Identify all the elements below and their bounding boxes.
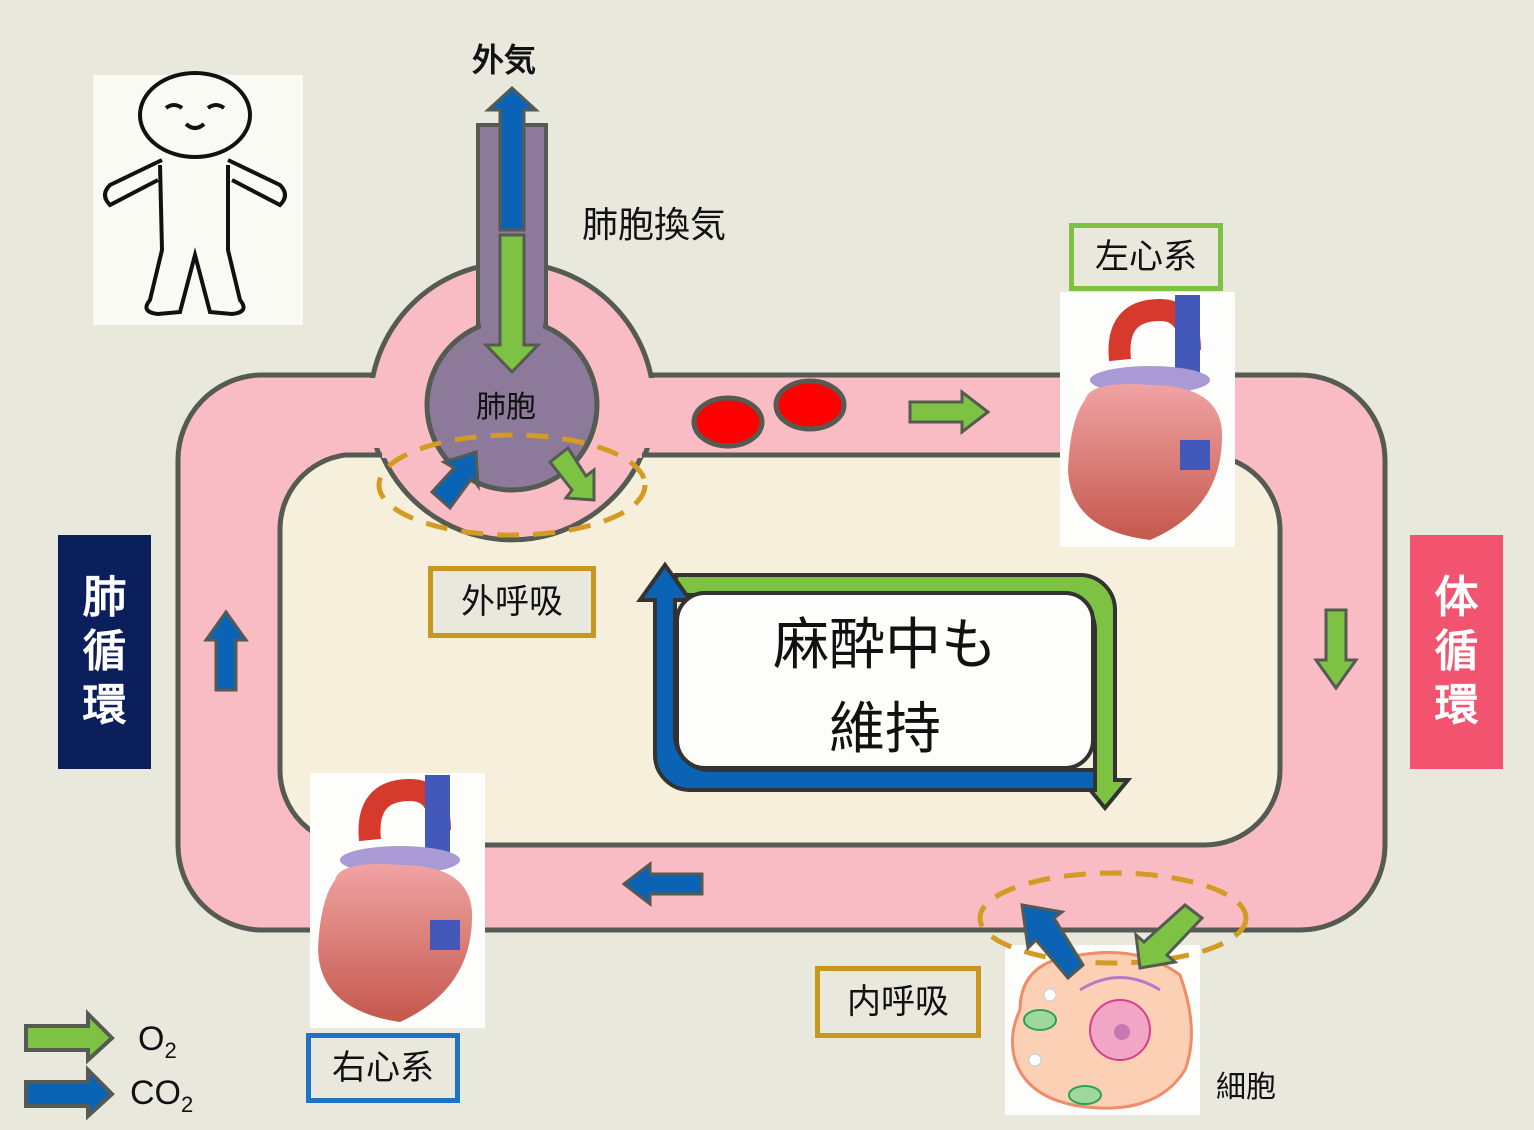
external-respiration-zone <box>376 432 648 538</box>
person-icon <box>103 71 287 317</box>
external-respiration-box: 外呼吸 <box>428 566 596 638</box>
legend-o2-sub: 2 <box>164 1037 177 1063</box>
legend-o2-arrow <box>24 1009 115 1065</box>
legend-co2-sub: 2 <box>181 1091 194 1117</box>
outside-air-label: 外気 <box>472 41 537 79</box>
o2-inhale-arrow <box>482 233 542 375</box>
legend-co2-label: CO2 <box>130 1076 193 1116</box>
legend-co2-gas: CO <box>130 1074 181 1112</box>
right-heart-label: 右心系 <box>306 1033 460 1103</box>
alveolus-label: 肺胞 <box>476 390 536 425</box>
pulmonary-char: 環 <box>82 679 127 731</box>
o2-flow-arrow-top <box>908 388 991 436</box>
co2-flow-arrow-left <box>203 609 249 692</box>
legend-co2-arrow <box>24 1065 115 1121</box>
co2-exhale-arrow <box>484 85 540 232</box>
legend-o2-gas: O <box>138 1020 165 1058</box>
systemic-char: 循 <box>1434 626 1479 678</box>
pulmonary-char: 循 <box>82 626 127 678</box>
o2-out-alveolus-arrow <box>547 445 596 502</box>
center-line-1: 麻酔中も <box>773 613 997 678</box>
cell-label: 細胞 <box>1216 1070 1276 1105</box>
heart-illustration-icon <box>318 775 473 1022</box>
center-line-2: 維持 <box>829 697 941 762</box>
systemic-circulation-label: 体 循 環 <box>1410 535 1503 769</box>
co2-into-alveolus-arrow <box>429 449 480 511</box>
left-heart-label: 左心系 <box>1069 223 1223 291</box>
center-box <box>675 591 1095 770</box>
internal-respiration-zone <box>977 870 1249 966</box>
alveolar-ventilation-label: 肺胞換気 <box>582 205 727 246</box>
center-message: 麻酔中も 維持 <box>680 590 1090 786</box>
pulmonary-circulation-label: 肺 循 環 <box>58 535 151 769</box>
pulmonary-char: 肺 <box>82 572 127 624</box>
co2-out-of-cell-arrow <box>1020 903 1085 981</box>
co2-flow-arrow-bottom <box>621 860 704 908</box>
cell-illustration-icon <box>1010 951 1193 1110</box>
systemic-char: 環 <box>1434 679 1479 731</box>
red-blood-cell-icon <box>773 378 847 432</box>
systemic-char: 体 <box>1434 572 1479 624</box>
legend-o2-label: O2 <box>138 1022 177 1062</box>
internal-respiration-box: 内呼吸 <box>815 966 981 1038</box>
o2-into-cell-arrow <box>1134 903 1205 970</box>
o2-flow-arrow-right <box>1313 608 1359 691</box>
heart-illustration-icon <box>1068 295 1223 540</box>
red-blood-cell-icon <box>691 395 765 449</box>
